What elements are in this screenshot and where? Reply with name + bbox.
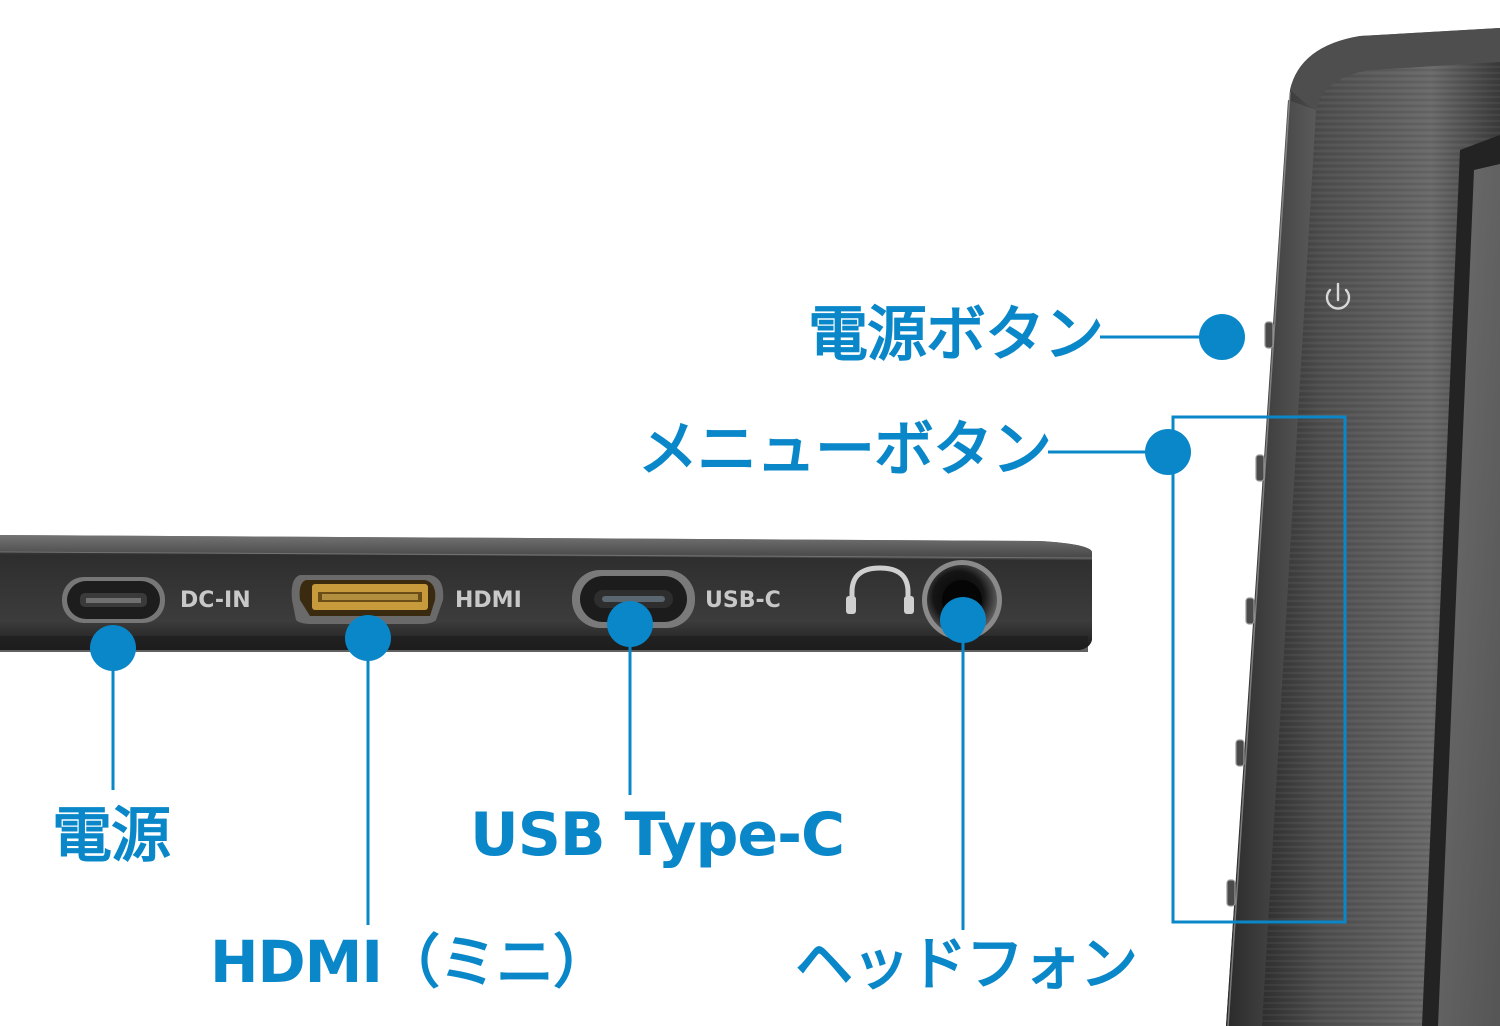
callout-dots bbox=[90, 314, 1245, 671]
callout-leaders bbox=[111, 335, 1347, 930]
power-button-dot bbox=[1199, 314, 1245, 360]
menu-button-label: メニューボタン bbox=[638, 415, 1052, 485]
dc-in-label: DC-IN bbox=[180, 588, 251, 613]
power-button-label: 電源ボタン bbox=[808, 300, 1104, 370]
menu-button-bracket bbox=[1171, 415, 1347, 924]
hdmi-dot bbox=[345, 615, 391, 661]
usb-c-port-label: USB-C bbox=[705, 588, 781, 613]
power-label: 電源 bbox=[52, 801, 171, 871]
side-buttons bbox=[1226, 321, 1274, 907]
monitor-bottom-edge bbox=[0, 535, 1093, 652]
menu-button-dot bbox=[1145, 429, 1191, 475]
hdmi-port-label: HDMI bbox=[455, 588, 522, 613]
usb-dot bbox=[607, 601, 653, 647]
power-icon bbox=[1325, 282, 1351, 310]
headphone-label: ヘッドフォン bbox=[795, 930, 1138, 998]
usb-c-port bbox=[572, 570, 695, 628]
hdmi-port bbox=[291, 575, 444, 624]
dc-in-port bbox=[62, 577, 165, 623]
headphone-icon bbox=[846, 565, 914, 614]
hdmi-mini-label: HDMI（ミニ） bbox=[210, 928, 611, 996]
power-dot bbox=[90, 625, 136, 671]
monitor-side bbox=[1226, 28, 1500, 1026]
headphone-dot bbox=[940, 597, 986, 643]
usb-type-c-label: USB Type-C bbox=[470, 800, 845, 870]
